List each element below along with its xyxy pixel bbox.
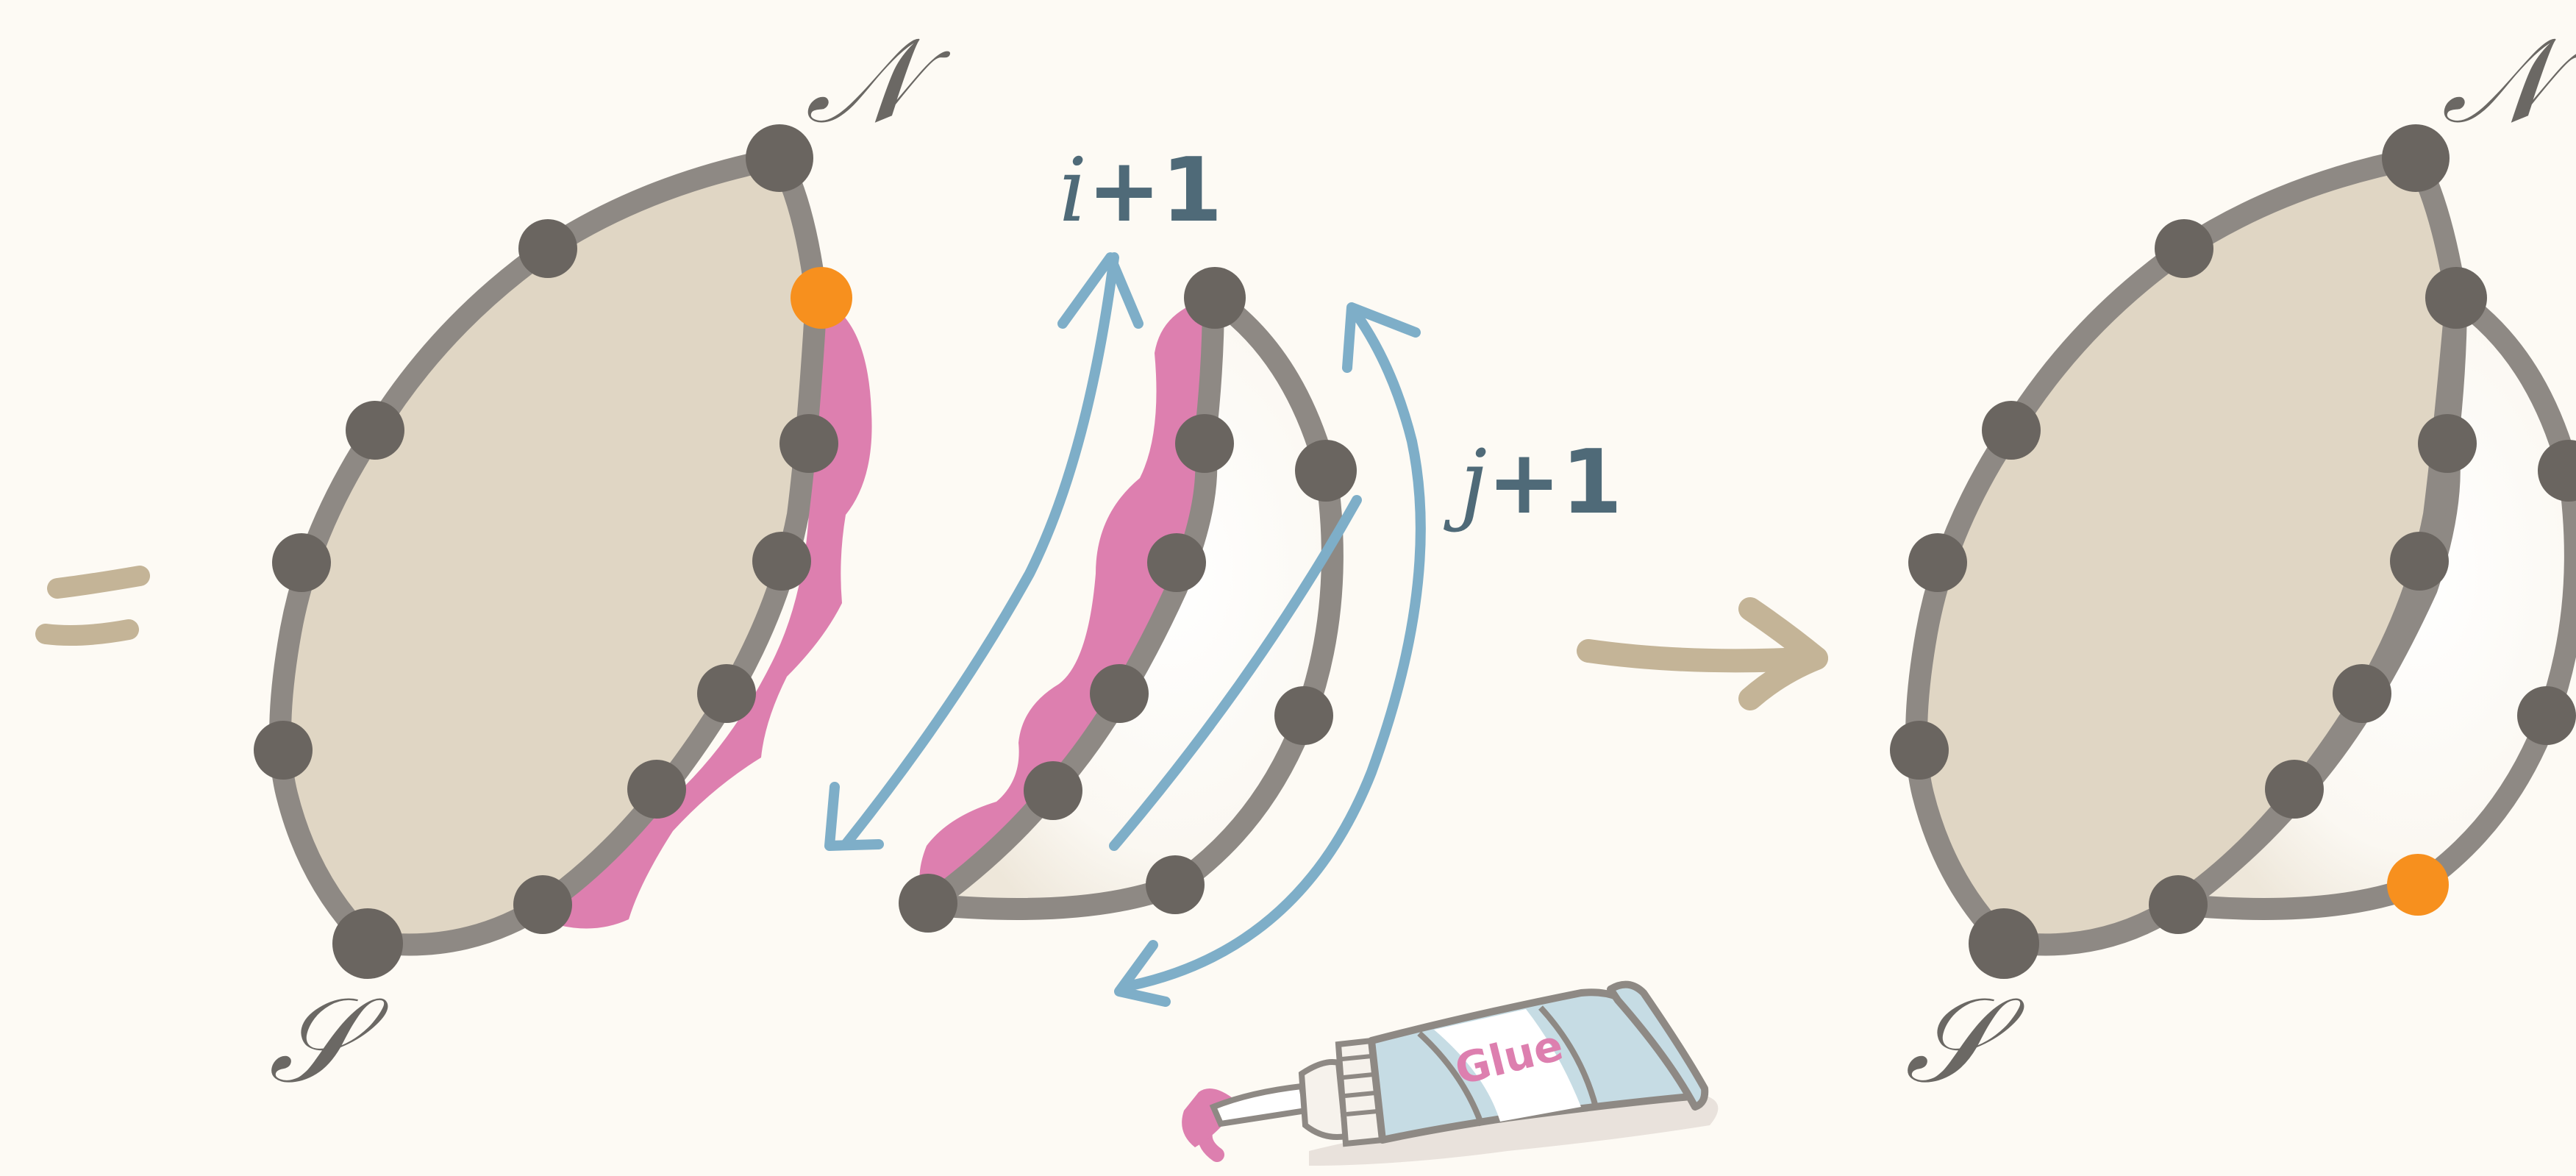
- south-label-left: 𝒮: [268, 972, 389, 1109]
- right-vertex-south: [1969, 908, 2039, 979]
- equals-sign: [46, 576, 140, 635]
- left-vertex: [254, 721, 313, 780]
- right-vertex: [2333, 664, 2391, 723]
- middle-vertex: [899, 874, 957, 933]
- left-vertex: [346, 401, 404, 460]
- right-vertex-north: [2382, 124, 2450, 192]
- i-label: i+1: [1059, 140, 1222, 242]
- middle-vertex: [1090, 664, 1149, 723]
- right-vertex: [2418, 414, 2477, 473]
- left-polygon: [254, 124, 872, 979]
- south-label-right: 𝒮: [1905, 972, 2025, 1109]
- left-vertex-south: [332, 908, 403, 979]
- left-vertex-north: [746, 124, 813, 192]
- right-vertex-highlight: [2387, 854, 2449, 916]
- left-vertex: [627, 760, 686, 819]
- left-vertex: [779, 414, 838, 473]
- middle-vertex: [1274, 686, 1333, 745]
- right-polygon: [1890, 124, 2576, 979]
- middle-vertex: [1184, 267, 1246, 329]
- left-vertex: [513, 875, 572, 934]
- middle-vertex: [1147, 533, 1206, 592]
- left-vertex: [518, 219, 577, 278]
- right-vertex: [2265, 760, 2324, 819]
- right-vertex: [2155, 219, 2213, 278]
- left-vertex: [752, 532, 811, 591]
- middle-vertex: [1024, 761, 1082, 820]
- left-vertex-highlight: [791, 267, 852, 329]
- middle-vertex: [1295, 440, 1357, 502]
- middle-vertex: [1175, 414, 1234, 473]
- right-vertex: [2425, 267, 2487, 329]
- north-label-left: 𝒩: [805, 12, 951, 149]
- left-vertex: [697, 664, 756, 723]
- north-label-right: 𝒩: [2441, 12, 2576, 149]
- glue-tube-icon: Glue: [1182, 985, 1718, 1166]
- right-vertex: [2390, 532, 2449, 591]
- right-vertex: [2149, 875, 2208, 934]
- j-label: j+1: [1444, 432, 1622, 534]
- right-vertex: [2517, 686, 2576, 745]
- right-vertex: [1890, 721, 1949, 780]
- left-vertex: [272, 533, 331, 592]
- middle-vertex: [1146, 855, 1205, 914]
- right-arrow: [1588, 609, 1816, 699]
- right-vertex: [1908, 533, 1967, 592]
- right-vertex: [1982, 401, 2041, 460]
